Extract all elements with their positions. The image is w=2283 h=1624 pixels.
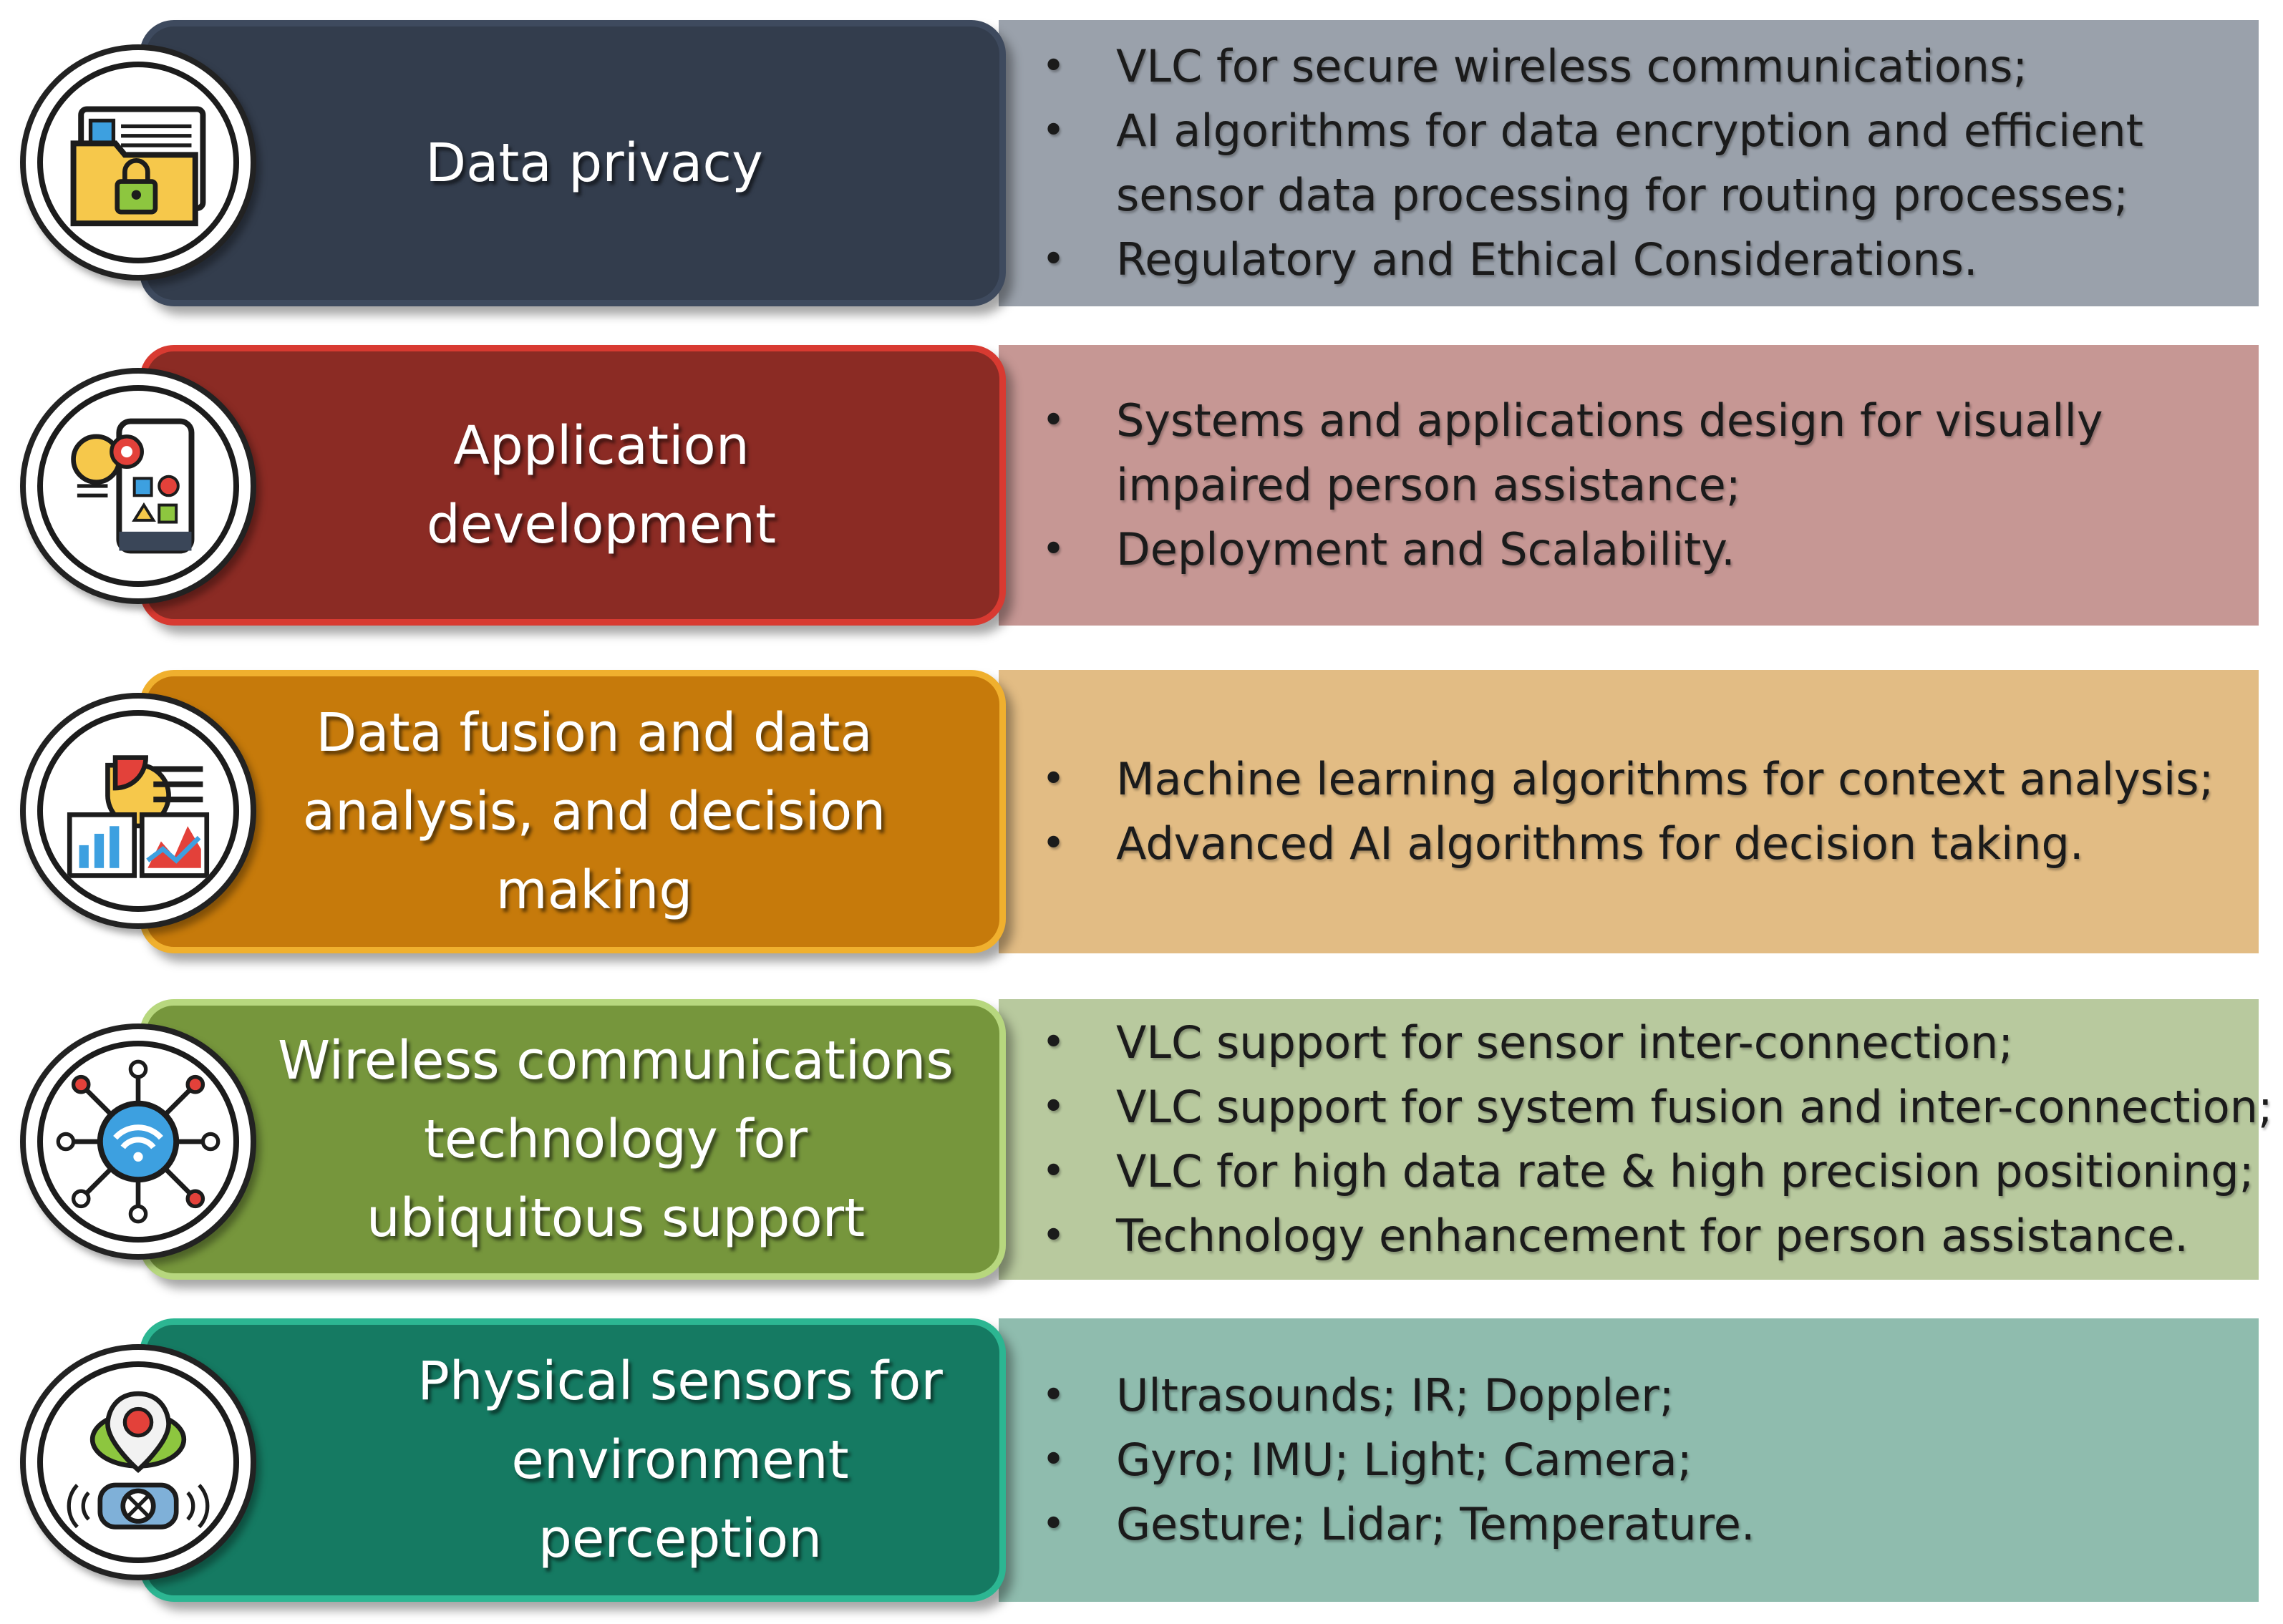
bullet-list: Machine learning algorithms for context … <box>1042 747 2237 876</box>
bullet-item: VLC support for sensor inter-connection; <box>1042 1011 2237 1075</box>
details-panel: Systems and applications design for visu… <box>999 345 2259 626</box>
bullet-item: Gesture; Lidar; Temperature. <box>1042 1492 2237 1557</box>
details-panel: VLC for secure wireless communications; … <box>999 20 2259 306</box>
bullet-item: Deployment and Scalability. <box>1042 517 2237 582</box>
details-panel: Ultrasounds; IR; Doppler; Gyro; IMU; Lig… <box>999 1318 2259 1602</box>
bullet-item: Technology enhancement for person assist… <box>1042 1204 2237 1268</box>
mobile-app-settings-icon <box>71 418 195 554</box>
bullet-item: Ultrasounds; IR; Doppler; <box>1042 1363 2237 1428</box>
bullet-list: VLC for secure wireless communications; … <box>1042 34 2237 292</box>
bullet-item: VLC support for system fusion and inter-… <box>1042 1075 2273 1139</box>
bullet-item: Machine learning algorithms for context … <box>1042 747 2237 812</box>
category-icon-badge <box>20 44 256 281</box>
bullet-continuation: impaired person assistance; <box>1116 459 1741 511</box>
category-title: Wireless communications technology for u… <box>278 1030 954 1249</box>
bullet-item: AI algorithms for data encryption and ef… <box>1042 99 2237 163</box>
bullet-item: Advanced AI algorithms for decision taki… <box>1042 812 2237 876</box>
category-tab <box>140 1318 1006 1602</box>
folder-lock-icon <box>70 106 206 227</box>
category-title: Data privacy <box>425 132 763 194</box>
bullet-item: Regulatory and Ethical Considerations. <box>1042 228 2237 292</box>
category-title: Data fusion and data analysis, and decis… <box>302 702 886 921</box>
analytics-charts-icon <box>67 755 210 878</box>
bullet-list: Ultrasounds; IR; Doppler; Gyro; IMU; Lig… <box>1042 1363 2237 1557</box>
bullet-item: Gyro; IMU; Light; Camera; <box>1042 1428 2237 1492</box>
bullet-item: Systems and applications design for visu… <box>1042 389 2237 453</box>
category-icon-badge <box>20 1344 256 1580</box>
bullet-continuation: sensor data processing for routing proce… <box>1116 169 2129 221</box>
category-tab <box>140 999 1006 1280</box>
bullet-item: VLC for high data rate & high precision … <box>1042 1139 2254 1204</box>
wifi-network-icon <box>56 1059 220 1224</box>
bullet-list: Systems and applications design for visu… <box>1042 389 2237 582</box>
details-panel: Machine learning algorithms for context … <box>999 670 2259 953</box>
location-sensor-icon <box>67 1391 210 1530</box>
category-tab <box>140 345 1006 626</box>
bullet-item: VLC for secure wireless communications; <box>1042 34 2237 99</box>
bullet-list: VLC support for sensor inter-connection;… <box>1042 1011 2273 1268</box>
category-tab <box>140 20 1006 306</box>
category-icon-badge <box>20 368 256 604</box>
category-icon-badge <box>20 1023 256 1260</box>
category-title: Application development <box>426 415 777 555</box>
details-panel: VLC support for sensor inter-connection;… <box>999 999 2273 1280</box>
category-icon-badge <box>20 693 256 929</box>
category-title: Physical sensors for environment percept… <box>417 1351 943 1570</box>
